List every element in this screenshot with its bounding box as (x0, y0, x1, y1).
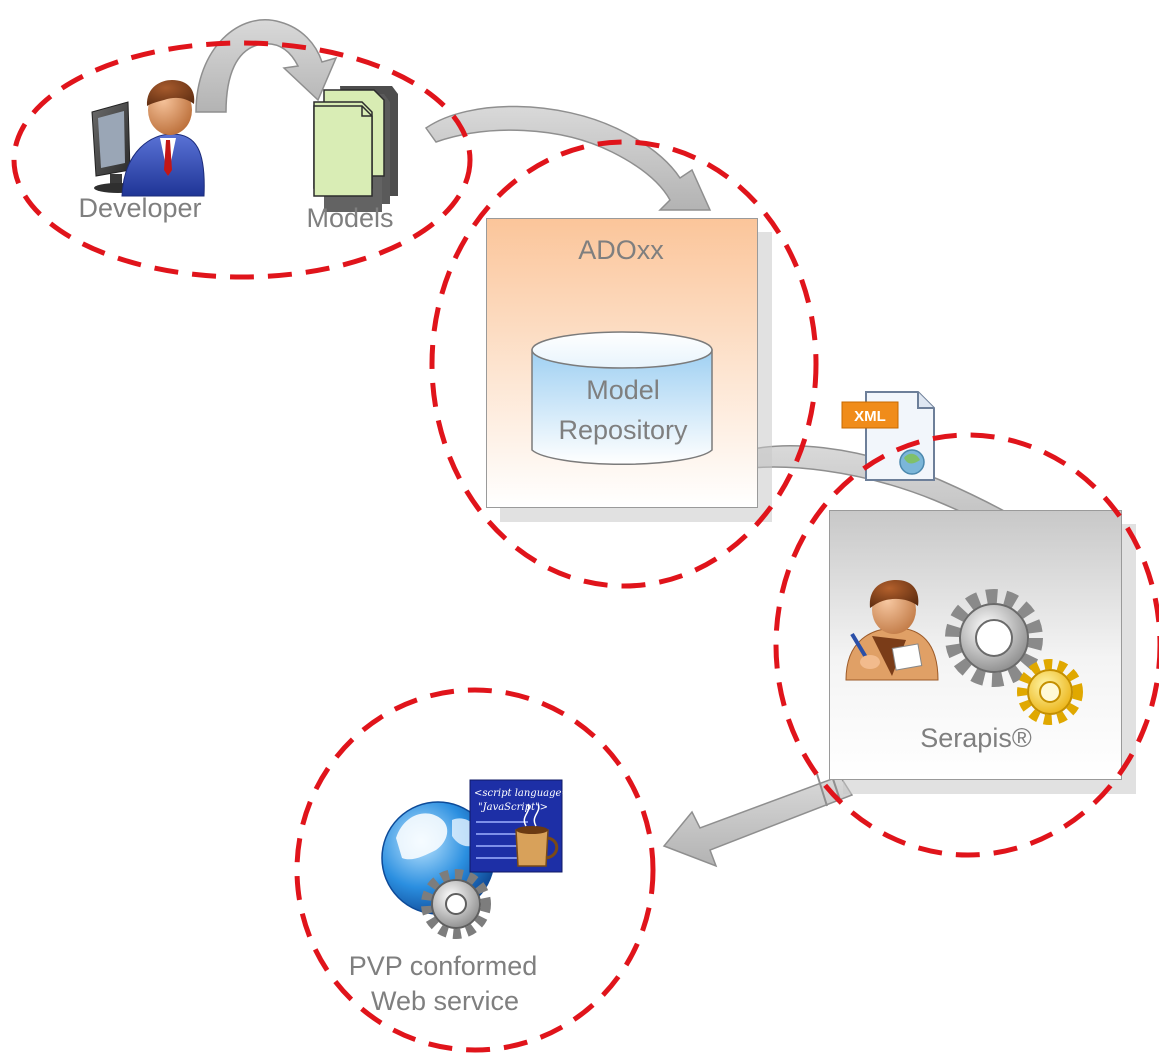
globe-gear-icon (381, 801, 495, 939)
repository-label-line1: Model (586, 375, 660, 405)
dashed-ring-developer (11, 40, 473, 280)
repository-label-line2: Repository (558, 415, 688, 445)
script-card-line2: "JavaScript"> (478, 802, 548, 813)
developer-label: Developer (78, 193, 202, 223)
webservice-label-line2: Web service (370, 986, 520, 1016)
person-with-pen-icon (845, 580, 939, 681)
xml-file-label: XML (854, 408, 886, 425)
model-repository-cylinder (531, 331, 713, 466)
adoxx-label: ADOxx (578, 235, 664, 265)
dashed-ring-serapis (773, 432, 1159, 858)
arrow-developer-to-models (195, 19, 338, 113)
serapis-label: Serapis® (920, 723, 1032, 753)
dashed-ring-adoxx (429, 139, 819, 589)
xml-file-icon: XML (841, 391, 935, 481)
models-label: Models (306, 203, 394, 233)
javascript-coffee-icon: <script language= "JavaScript"> (469, 779, 570, 873)
dashed-ring-webservice (294, 687, 656, 1053)
document-stack-icon (313, 86, 398, 212)
developer-at-computer-icon (91, 80, 205, 197)
webservice-label-line1: PVP conformed (348, 951, 538, 981)
gears-icon (945, 589, 1083, 725)
script-card-line1: <script language= (474, 788, 570, 799)
